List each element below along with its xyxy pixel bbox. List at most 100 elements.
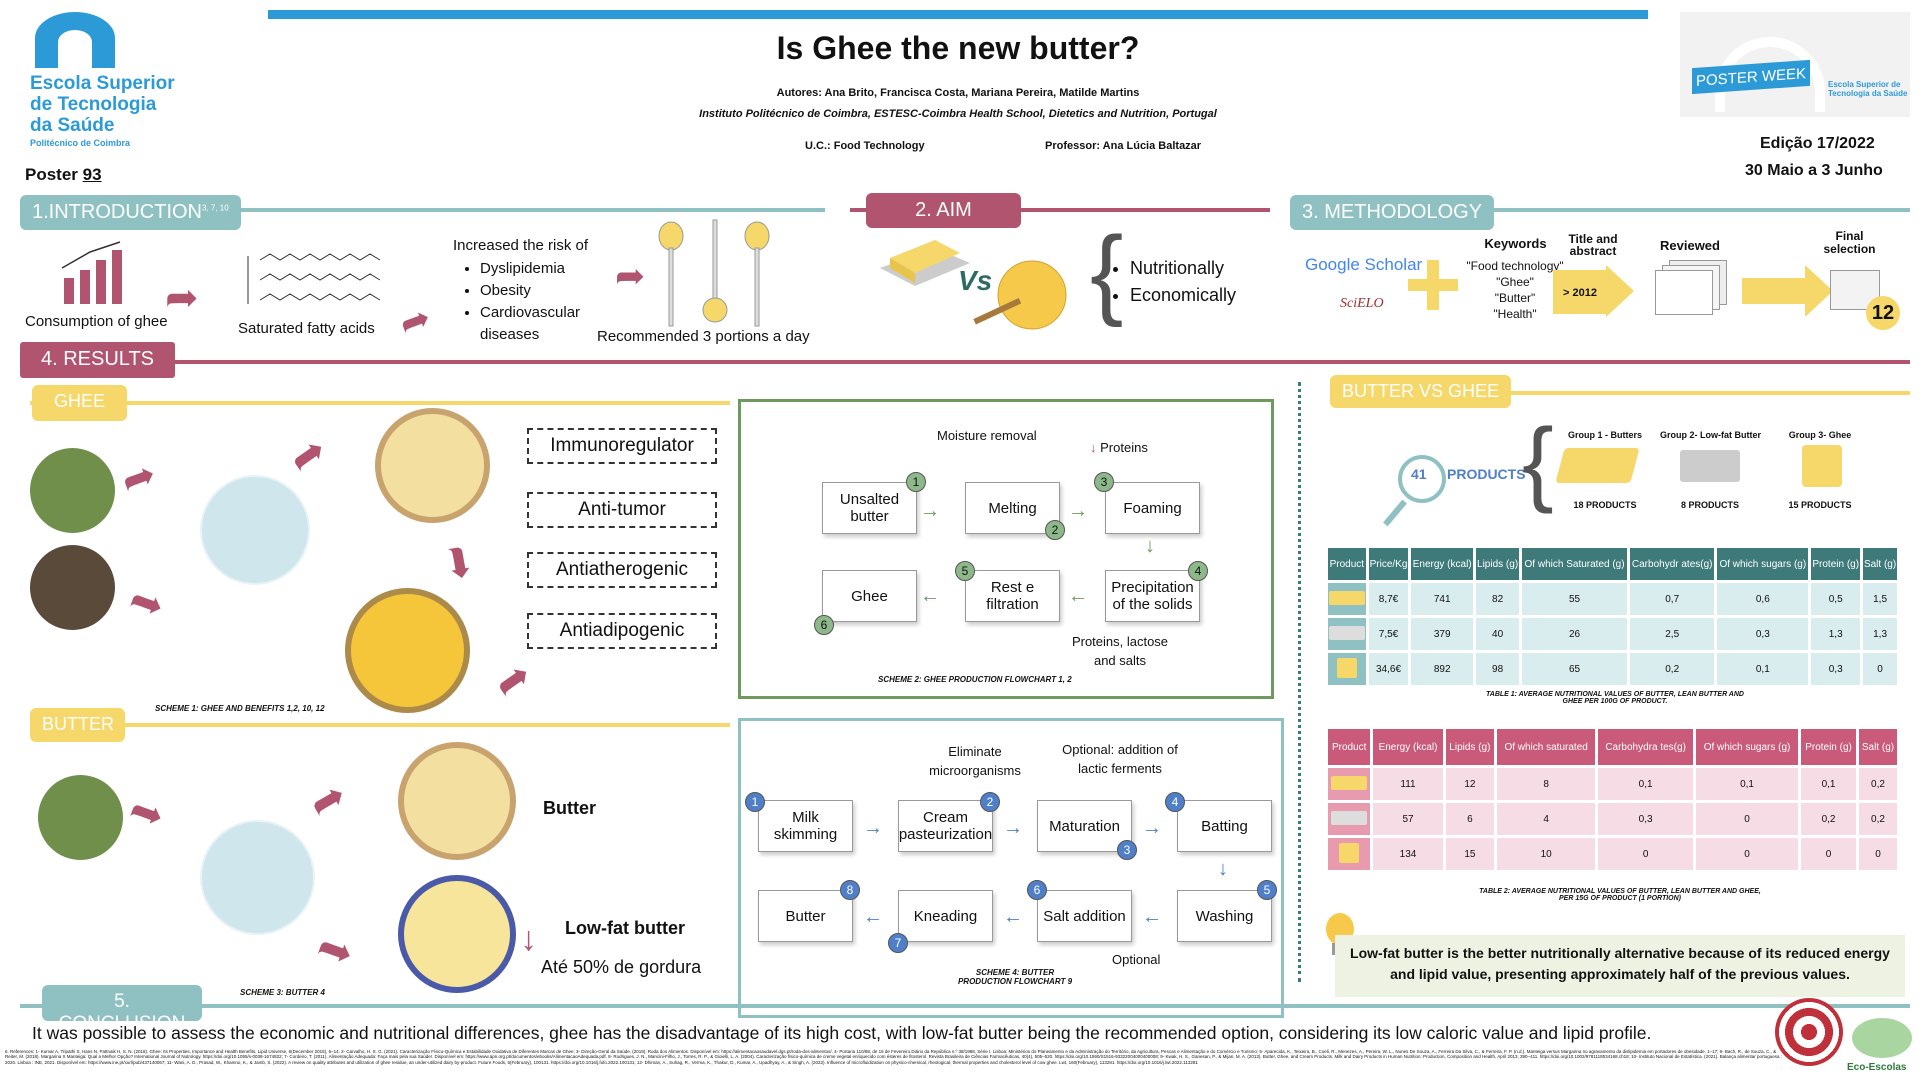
- scheme4-caption: SCHEME 4: BUTTER PRODUCTION FLOWCHART 9: [957, 968, 1073, 986]
- step-number: 5: [1257, 880, 1277, 900]
- table-cell: 65: [1568, 663, 1581, 675]
- step-number: 6: [814, 615, 834, 635]
- column-divider: [1298, 382, 1301, 982]
- table-cell: 0: [1877, 663, 1883, 675]
- vs-label: Vs: [958, 265, 993, 296]
- table-cell: 741: [1433, 593, 1451, 605]
- step-number: 2: [1045, 520, 1065, 540]
- lowfat-photo: [398, 875, 516, 993]
- table-header-row: Product Energy (kcal) Lipids (g) Of whic…: [1328, 729, 1897, 765]
- rest-step: Rest e filtration: [965, 570, 1060, 622]
- final-count: 12: [1866, 296, 1900, 330]
- arrow-icon: ➦: [300, 770, 355, 829]
- butter-flowchart-frame: [738, 718, 1284, 1018]
- keyword: "Food technology": [1466, 259, 1564, 273]
- product-icon: [1328, 768, 1371, 800]
- step-number: 7: [888, 933, 908, 953]
- table-cell: 0,2: [1871, 778, 1885, 790]
- authors: Autores: Ana Brito, Francisca Costa, Mar…: [776, 87, 1140, 99]
- table-cell: 40: [1492, 628, 1504, 640]
- table-header: Carbohydra tes(g): [1605, 741, 1686, 753]
- butter-photo: [398, 742, 516, 860]
- group-brace: {: [1522, 409, 1554, 515]
- table-row: 57 6 4 0,3 0 0,2 0,2: [1328, 803, 1897, 835]
- flow-arrow: ←: [863, 906, 883, 928]
- arrow-icon: ➦: [279, 425, 336, 484]
- conclusion-title: 5. CONCLUSION: [42, 985, 202, 1034]
- table2-caption: TABLE 2: AVERAGE NUTRITIONAL VALUES OF B…: [1479, 888, 1761, 902]
- table-cell: 55: [1568, 593, 1581, 605]
- table-row: 8,7€ 741 82 55 0,7 0,6 0,5 1,5: [1328, 583, 1897, 615]
- table-cell: 0,3: [1638, 813, 1653, 825]
- school-name-2: de Tecnologia: [30, 94, 157, 115]
- flow-arrow: →: [1068, 500, 1088, 522]
- arrow-icon: ➦: [123, 576, 171, 630]
- table-header: Of which Saturated (g): [1524, 558, 1625, 570]
- lowfat-pack-icon: [1680, 450, 1740, 482]
- arrow-icon: ➦: [311, 921, 361, 978]
- buffalo-icon: [30, 545, 115, 630]
- table-header: Lipids (g): [1449, 741, 1491, 753]
- table-row: 134 15 10 0 0 0 0: [1328, 838, 1897, 870]
- plsalts-label: Proteins, lactose and salts: [1071, 634, 1169, 668]
- keyword: "Ghee": [1496, 275, 1534, 289]
- step-number: 4: [1188, 561, 1208, 581]
- poster-title: Is Ghee the new butter?: [776, 30, 1140, 66]
- school-logo: Escola Superior de Tecnologia da Saúde P…: [30, 10, 230, 150]
- keyword: "Butter": [1494, 291, 1536, 305]
- step-number: 1: [745, 792, 765, 812]
- aim-item: Economically: [1130, 282, 1236, 309]
- batting-step: Batting: [1177, 800, 1272, 852]
- table-header: Lipids (g): [1477, 558, 1519, 570]
- risk-list: Dyslipidemia Obesity Cardiovascular dise…: [475, 258, 615, 346]
- product-icon: [1328, 618, 1366, 650]
- table-cell: 0,1: [1821, 778, 1836, 790]
- arrow-icon: ➦: [123, 786, 171, 840]
- group-3: Group 3- Ghee: [1788, 430, 1852, 440]
- google-scholar-logo: Google Scholar: [1305, 255, 1423, 274]
- arrow-icon: ➦: [484, 650, 541, 709]
- butter-step: Butter: [758, 890, 853, 942]
- benefit-box: Anti-tumor: [527, 492, 717, 528]
- product-icon: [1328, 838, 1371, 870]
- step-number: 4: [1165, 792, 1185, 812]
- salt-step: Salt addition: [1037, 890, 1132, 942]
- scheme1-caption: SCHEME 1: GHEE AND BENEFITS 1,2, 10, 12: [155, 704, 325, 713]
- table-cell: 1,5: [1873, 593, 1888, 605]
- school-name-1: Escola Superior: [30, 73, 175, 94]
- fatty-acid-icon: [240, 252, 390, 307]
- table1-caption: TABLE 1: AVERAGE NUTRITIONAL VALUES OF B…: [1486, 691, 1744, 705]
- dates: 30 Maio a 3 Junho: [1745, 162, 1883, 179]
- table-cell: 2,5: [1665, 628, 1680, 640]
- flow-arrow: ↓: [1145, 535, 1155, 557]
- table-cell: 15: [1464, 848, 1476, 860]
- step-number: 6: [1027, 880, 1047, 900]
- table-row: 111 12 8 0,1 0,1 0,1 0,2: [1328, 768, 1897, 800]
- flow-arrow: →: [920, 500, 940, 522]
- table-cell: 12: [1464, 778, 1476, 790]
- step-number: 1: [906, 472, 926, 492]
- table-cell: 0,6: [1755, 593, 1770, 605]
- table-header: Of which saturated: [1504, 741, 1588, 753]
- cream-step: Cream pasteurization: [898, 800, 993, 852]
- flow-arrow: ←: [1068, 585, 1088, 607]
- references: 6. References: 1- Kumar A, Tripathi S, H…: [5, 1049, 1782, 1065]
- table-cell: 10: [1540, 848, 1552, 860]
- final-arrow-head: [1805, 265, 1833, 317]
- butter-block-icon: [1555, 448, 1640, 483]
- conclusion-line: [20, 1004, 1910, 1008]
- portions-label: Recommended 3 portions a day: [597, 328, 810, 345]
- aim-list: Nutritionally Economically: [1130, 255, 1236, 309]
- table-header: Carbohydr ates(g): [1631, 558, 1713, 570]
- intro-sup: 3, 7, 10: [202, 203, 229, 213]
- melting-step: Melting: [965, 482, 1060, 534]
- table-row: 7,5€ 379 40 26 2,5 0,3 1,3 1,3: [1328, 618, 1897, 650]
- lowfat-text: Low-fat butter: [565, 918, 685, 938]
- maturation-step: Maturation: [1037, 800, 1132, 852]
- edition: Edição 17/2022: [1760, 135, 1875, 152]
- table-cell: 0,2: [1871, 813, 1885, 825]
- table-cell: 34,6€: [1376, 663, 1402, 675]
- table-cell: 8: [1543, 778, 1549, 790]
- table-cell: 0,3: [1828, 663, 1843, 675]
- reviewed-label: Reviewed: [1660, 238, 1720, 253]
